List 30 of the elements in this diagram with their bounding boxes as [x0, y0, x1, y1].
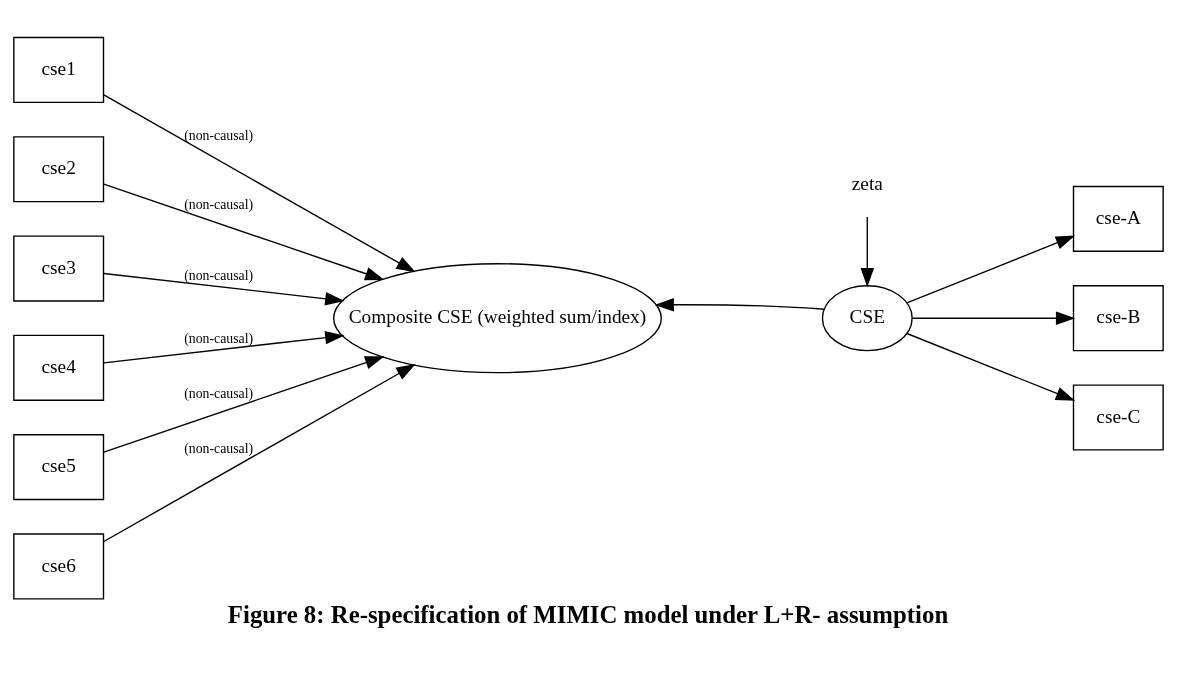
- node-box: cse3: [13, 235, 105, 302]
- node-box: cse2: [13, 136, 105, 203]
- node-ellipse: CSE: [821, 285, 913, 352]
- node-text: zeta: [851, 172, 883, 194]
- arrow: [103, 94, 416, 273]
- edge-label: (non-causal): [184, 331, 254, 347]
- node-box: cse-A: [1072, 185, 1164, 252]
- arrow: [103, 272, 345, 306]
- edge-label: (non-causal): [184, 386, 254, 402]
- arrow: [103, 364, 416, 543]
- node-ellipse: Composite CSE (weighted sum/index): [332, 263, 662, 374]
- arrow: [103, 183, 385, 281]
- arrow: [654, 298, 825, 312]
- node-box: cse6: [13, 533, 105, 600]
- node-box: cse-B: [1072, 285, 1164, 352]
- edge-label: (non-causal): [184, 128, 254, 144]
- arrow: [906, 332, 1076, 401]
- arrow: [911, 311, 1076, 325]
- caption: Figure 8: Re-specification of MIMIC model under L+R- assumption: [227, 600, 949, 628]
- arrow: [103, 330, 345, 364]
- node-box: cse-C: [1072, 384, 1164, 451]
- edge-label: (non-causal): [184, 441, 254, 457]
- edge-label: (non-causal): [184, 197, 254, 213]
- arrow: [103, 356, 385, 453]
- node-box: cse1: [13, 36, 105, 104]
- arrow: [860, 216, 875, 288]
- arrow: [906, 235, 1076, 304]
- node-box: cse5: [13, 434, 105, 501]
- node-box: cse4: [13, 334, 105, 401]
- edge-label: (non-causal): [184, 267, 254, 283]
